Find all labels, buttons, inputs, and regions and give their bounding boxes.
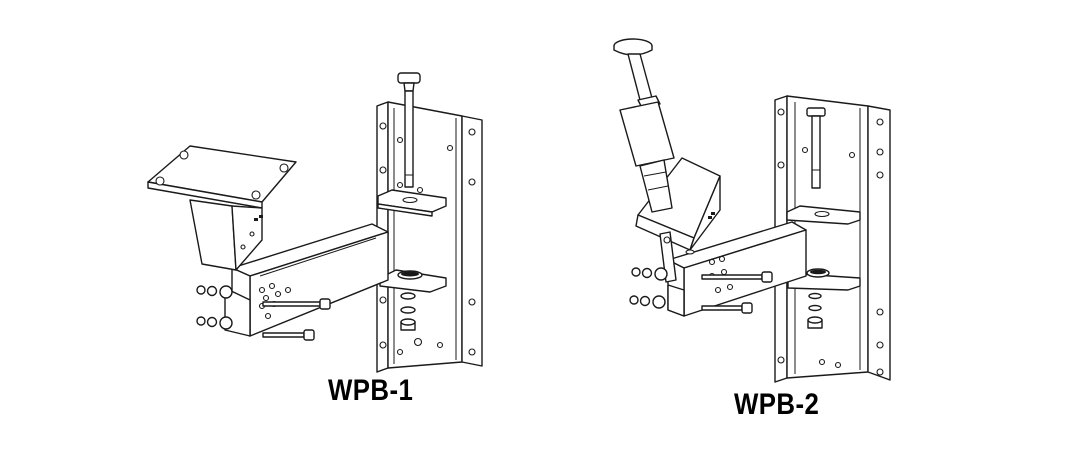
wpb-1-lower-ledge [379,269,447,331]
wpb-1-upper-ledge [377,189,447,217]
wpb-1-arm [224,223,389,337]
wpb-2-lower-ledge [787,268,861,329]
wpb-2-arm [667,221,807,317]
wpb-2-pole-adapter [613,38,675,213]
wpb-1-wall-plate [376,101,483,373]
wpb-1-speaker-plate [147,145,297,271]
wpb-2-caption: WPB-2 [734,388,820,421]
wpb-2-assembly [613,38,891,383]
wpb-1-bolts [196,285,331,341]
wpb-2-bolts [629,267,773,314]
wpb-2-wall-plate [774,95,891,383]
wpb-2-hinge-pin [806,107,826,189]
wpb-2-upper-ledge [786,205,861,225]
wpb-1-caption: WPB-1 [328,374,414,407]
wpb-2-tilt-bracket [635,157,721,283]
wpb-1-assembly [147,72,483,373]
wpb-1-hinge-pin [397,72,421,188]
